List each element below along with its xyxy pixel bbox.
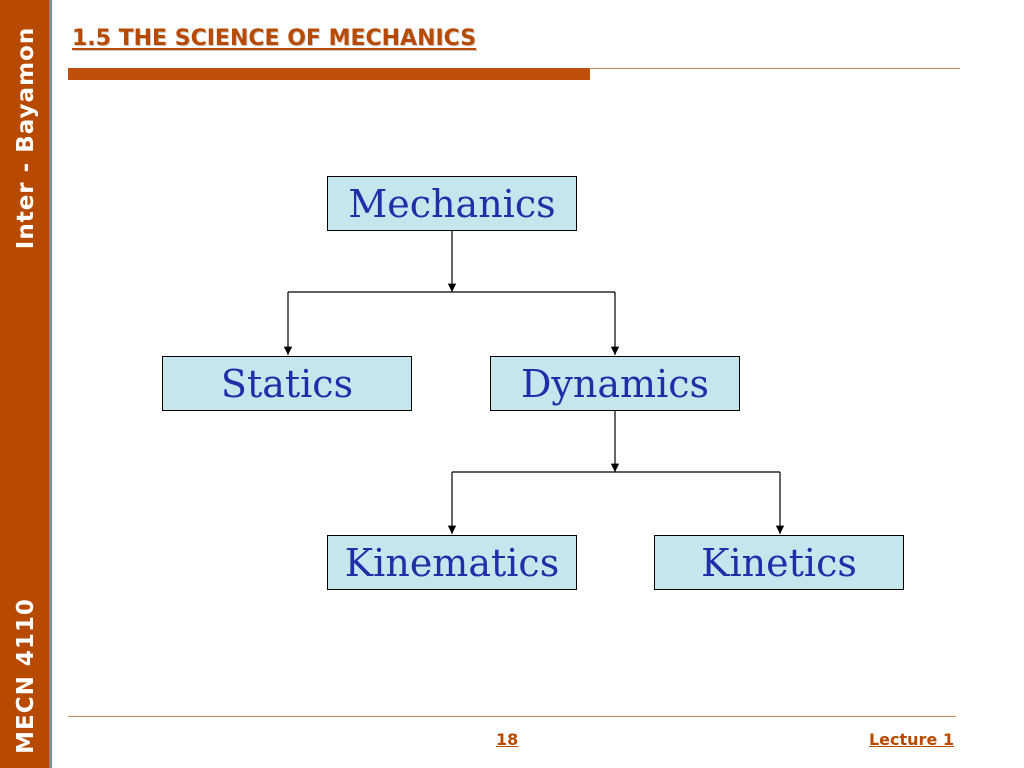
title-rule: [590, 68, 960, 69]
node-kinetics: Kinetics: [654, 535, 904, 590]
node-dynamics: Dynamics: [490, 356, 740, 411]
node-statics: Statics: [162, 356, 412, 411]
title-bar: [68, 68, 590, 80]
sidebar: Inter - Bayamon MECN 4110: [0, 0, 52, 768]
node-mechanics: Mechanics: [327, 176, 577, 231]
page-number: 18: [496, 730, 519, 749]
node-kinematics: Kinematics: [327, 535, 577, 590]
slide-title: 1.5 THE SCIENCE OF MECHANICS: [72, 26, 477, 51]
footer-rule: [68, 716, 956, 717]
lecture-label: Lecture 1: [868, 730, 954, 749]
